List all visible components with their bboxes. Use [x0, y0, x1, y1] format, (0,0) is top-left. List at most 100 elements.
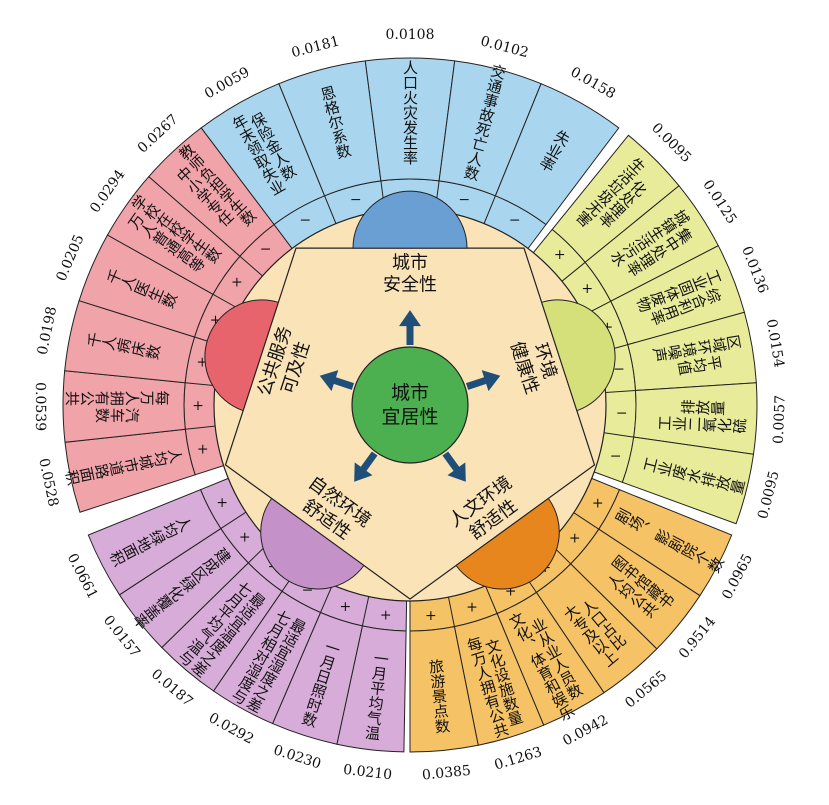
arrow-health — [466, 370, 501, 392]
indicator-health-1-sign: + — [581, 281, 593, 297]
indicator-safety-3-sign: − — [458, 192, 470, 208]
indicator-health-1-divider — [561, 261, 586, 282]
indicator-nature-1-weight: 0.0230 — [271, 742, 323, 772]
sector-group-service: +人均城市道路面积0.0528+每万人拥有公共汽车数0.0539+千人病床数0.… — [32, 111, 293, 513]
indicator-safety-2-name-line: 人口火灾发生率 — [401, 60, 419, 165]
indicator-safety-4-sign: − — [509, 213, 521, 229]
indicator-culture-5-cell — [409, 626, 479, 753]
indicator-nature-0-sign: + — [380, 608, 392, 624]
dimension-bubble-nature — [260, 497, 365, 590]
arrow-safety — [399, 310, 421, 345]
indicator-service-1-sign: + — [192, 398, 204, 414]
indicator-health-3-sign: − — [613, 362, 625, 378]
indicator-safety-4-divider — [483, 195, 496, 224]
indicator-sectors: −年末领取失业保险金人数0.0059−恩格尔系数0.0181−人口火灾发生率0.… — [32, 27, 789, 784]
sign-band-culture — [410, 478, 620, 631]
indicator-service-1-name-line: 汽车数 — [95, 406, 140, 424]
indicator-health-5-cell — [621, 436, 755, 525]
indicator-health-4-divider — [605, 390, 636, 393]
indicator-nature-1-sign: + — [340, 599, 352, 615]
indicator-service-5-cell — [148, 127, 275, 257]
indicator-nature-4-sign: + — [239, 530, 251, 546]
indicator-health-4-name-line: 排放量 — [680, 398, 726, 418]
indicator-service-0-divider — [194, 465, 224, 476]
dimension-bubble-health — [541, 299, 616, 412]
indicator-health-4-weight: 0.0057 — [771, 395, 789, 445]
indicator-health-1-weight: 0.0125 — [699, 177, 739, 227]
indicator-service-2-sign: + — [196, 354, 208, 370]
indicator-service-5-sign: − — [260, 242, 272, 258]
indicator-health-2-weight: 0.0136 — [738, 244, 771, 296]
dimension-bubble-culture — [455, 497, 560, 590]
indicator-culture-3-sign: + — [505, 584, 517, 600]
arrow-nature — [354, 451, 378, 482]
indicator-culture-5-divider — [448, 597, 455, 627]
arrow-head — [354, 462, 373, 482]
sign-band-health — [533, 229, 637, 483]
indicator-nature-2-weight: 0.0292 — [206, 710, 257, 748]
indicator-culture-0-sign: + — [592, 495, 604, 511]
indicator-culture-0-weight: 0.0965 — [719, 551, 756, 602]
arrow-service — [319, 370, 354, 392]
dimension-bubble-service — [204, 299, 279, 412]
indicator-nature-0-weight: 0.0210 — [342, 762, 393, 784]
indicator-health-5-divider-end — [594, 471, 623, 483]
indicator-safety-4-weight: 0.0158 — [568, 64, 619, 102]
indicator-safety-1-weight: 0.0181 — [290, 33, 341, 61]
indicator-service-4-sign: + — [231, 275, 243, 291]
sector-group-culture: +剧场、影剧院个数0.0965+人均公共图书馆藏书0.9514+大专及以上人口占… — [409, 477, 756, 784]
dimension-bubble-safety — [352, 190, 468, 249]
indicator-culture-5-weight: 0.0385 — [421, 763, 471, 784]
indicator-nature-1-divider — [361, 596, 370, 627]
indicator-safety-4-divider-end — [527, 224, 547, 249]
indicator-culture-2-weight: 0.0565 — [622, 668, 670, 712]
indicator-service-3-weight: 0.0205 — [53, 232, 87, 283]
indicator-culture-1-sign: + — [569, 530, 581, 546]
indicator-health-3-weight: 0.0154 — [763, 318, 787, 369]
indicator-service-0-sign: + — [197, 441, 209, 457]
indicator-service-2-weight: 0.0198 — [35, 305, 61, 356]
sign-band-safety — [274, 178, 546, 249]
center-label-line: 宜居性 — [381, 406, 438, 428]
indicator-nature-5-divider-end — [200, 477, 229, 491]
indicator-health-5-weight: 0.0095 — [755, 469, 782, 520]
indicator-culture-4-divider — [485, 585, 498, 614]
sign-band-service — [184, 224, 292, 475]
arrow-head — [399, 310, 421, 327]
indicator-service-0-weight: 0.0528 — [35, 457, 61, 508]
indicator-service-1-weight: 0.0539 — [32, 382, 48, 431]
indicator-health-4-name-line: 工业二氧化硫 — [657, 414, 748, 436]
indicator-culture-5-sign: + — [425, 608, 437, 624]
indicator-culture-1-divider — [573, 512, 600, 530]
arrow-head — [447, 462, 466, 482]
indicator-safety-1-sign: − — [350, 192, 362, 208]
indicator-health-4-sign: − — [616, 405, 628, 421]
indicator-culture-0-divider — [591, 477, 620, 491]
indicator-culture-4-sign: + — [466, 600, 478, 616]
indicator-nature-5-weight: 0.0661 — [64, 551, 101, 602]
sector-group-nature: +一月平均气温0.0210+一月日照时数0.0230−七月相对湿度与最适宜湿度之… — [64, 477, 408, 784]
indicator-service-1-name-line: 每万人拥有公共 — [65, 389, 170, 407]
indicator-health-0-divider — [532, 229, 553, 254]
sign-band-nature — [200, 478, 407, 631]
indicator-health-0-sign: + — [554, 247, 566, 263]
center-label-line: 城市 — [391, 382, 429, 404]
indicator-safety-0-sign: − — [299, 213, 311, 229]
indicator-nature-2-sign: − — [302, 583, 314, 599]
indicator-service-2-divider — [185, 382, 216, 387]
indicator-health-5-sign: − — [610, 449, 622, 465]
indicator-health-5-divider — [603, 432, 634, 438]
indicator-safety-3-weight: 0.0102 — [479, 33, 530, 61]
indicator-safety-0-weight: 0.0059 — [202, 64, 253, 102]
indicator-nature-5-sign: + — [216, 495, 228, 511]
dimension-label-line: 安全性 — [383, 275, 437, 296]
indicator-nature-5-divider — [220, 511, 247, 530]
arrow-culture — [442, 451, 466, 482]
indicator-safety-2-name: 人口火灾发生率 — [401, 60, 419, 165]
center-circle — [351, 346, 469, 464]
indicator-nature-5-cell — [87, 489, 222, 596]
